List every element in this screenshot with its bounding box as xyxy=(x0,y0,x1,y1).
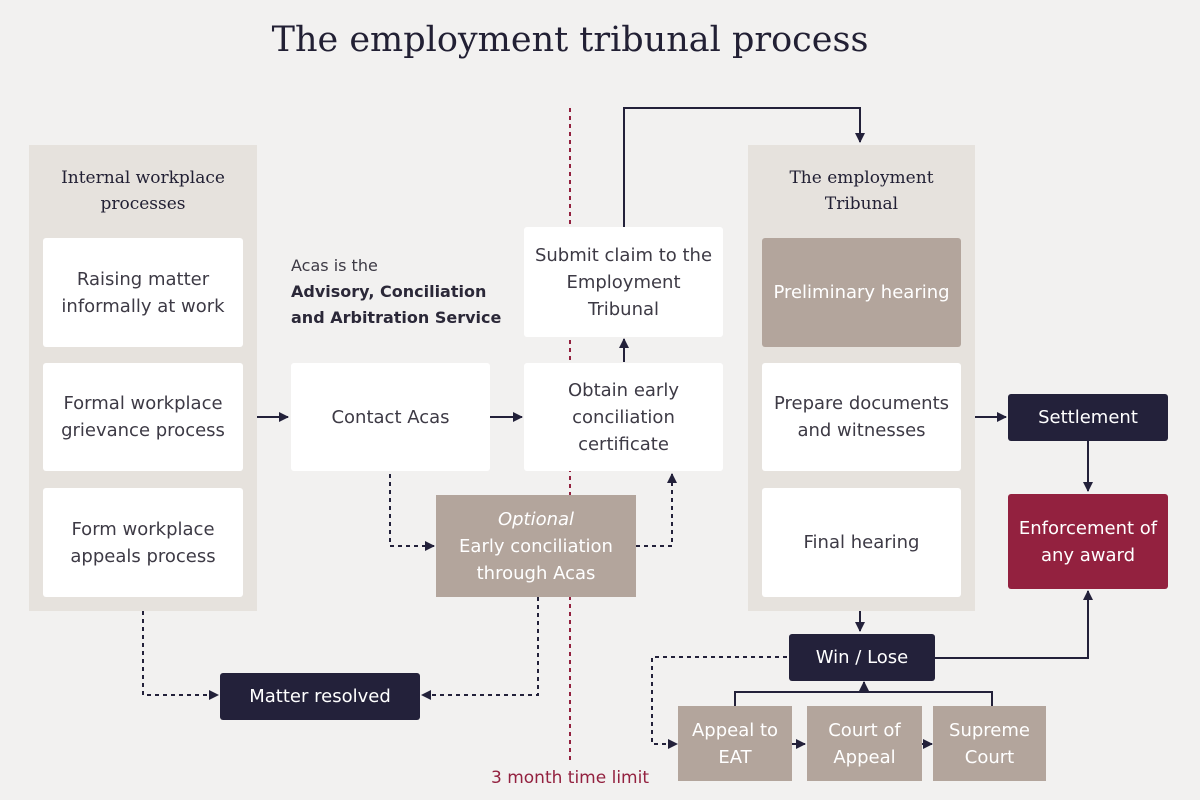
early-conciliation-label: Early conciliation through Acas xyxy=(459,535,613,584)
formal-grievance-label: Formal workplace grievance process xyxy=(61,393,225,441)
acas-note: Acas is the Advisory, Conciliation and A… xyxy=(291,253,521,331)
submit-claim-box: Submit claim to the Employment Tribunal xyxy=(524,227,723,337)
win-lose-label: Win / Lose xyxy=(815,647,909,668)
dashed-acas-to-optional xyxy=(389,474,435,551)
time-limit-label: 3 month time limit xyxy=(490,768,649,788)
arrow-winlose-to-enforcement xyxy=(935,590,1093,659)
dashed-internal-to-resolved xyxy=(142,611,219,700)
page-title: The employment tribunal process xyxy=(271,20,869,60)
optional-label: Optional xyxy=(497,508,575,530)
prepare-documents-label: Prepare documents and witnesses xyxy=(773,393,950,441)
settlement-label: Settlement xyxy=(1038,407,1138,428)
dashed-optional-to-resolved xyxy=(421,597,539,700)
final-hearing-label: Final hearing xyxy=(803,532,920,553)
enforcement-label: Enforcement of any award xyxy=(1018,517,1158,566)
dashed-winlose-to-eat xyxy=(651,656,787,749)
final-hearing-box: Final hearing xyxy=(762,488,961,597)
contact-acas-box: Contact Acas xyxy=(291,363,490,471)
acas-note-line3: and Arbitration Service xyxy=(291,308,502,327)
prepare-documents-box: Prepare documents and witnesses xyxy=(762,363,961,471)
optional-conciliation-box: Optional Early conciliation through Acas xyxy=(436,495,636,597)
arrow-claim-to-tribunal xyxy=(623,107,865,227)
settlement-box: Settlement xyxy=(1008,394,1168,441)
raising-matter-label: Raising matter informally at work xyxy=(61,268,225,317)
court-of-appeal-box: Court of Appeal xyxy=(807,706,922,781)
submit-claim-label: Submit claim to the Employment Tribunal xyxy=(534,244,713,320)
arrow-appeals-to-winlose xyxy=(734,682,993,706)
preliminary-hearing-label: Preliminary hearing xyxy=(773,282,950,303)
dashed-optional-to-certificate xyxy=(636,473,677,547)
formal-grievance-box: Formal workplace grievance process xyxy=(43,363,243,471)
workplace-appeals-box: Form workplace appeals process xyxy=(43,488,243,597)
obtain-certificate-label: Obtain early conciliation certificate xyxy=(568,379,679,455)
workplace-appeals-label: Form workplace appeals process xyxy=(70,518,216,567)
matter-resolved-box: Matter resolved xyxy=(220,673,420,720)
supreme-court-label: Supreme Court xyxy=(949,719,1030,768)
acas-note-line2: Advisory, Conciliation xyxy=(291,282,487,301)
raising-matter-box: Raising matter informally at work xyxy=(43,238,243,347)
appeal-eat-label: Appeal to EAT xyxy=(691,719,779,768)
win-lose-box: Win / Lose xyxy=(789,634,935,681)
obtain-certificate-box: Obtain early conciliation certificate xyxy=(524,363,723,471)
court-of-appeal-label: Court of Appeal xyxy=(828,719,901,768)
supreme-court-box: Supreme Court xyxy=(933,706,1046,781)
enforcement-box: Enforcement of any award xyxy=(1008,494,1168,589)
preliminary-hearing-box: Preliminary hearing xyxy=(762,238,961,347)
acas-note-line1: Acas is the xyxy=(291,256,378,275)
tribunal-panel-title: The employment Tribunal xyxy=(789,168,934,214)
contact-acas-label: Contact Acas xyxy=(331,406,450,428)
appeal-eat-box: Appeal to EAT xyxy=(678,706,792,781)
matter-resolved-label: Matter resolved xyxy=(249,686,391,707)
internal-processes-title: Internal workplace processes xyxy=(61,168,225,214)
